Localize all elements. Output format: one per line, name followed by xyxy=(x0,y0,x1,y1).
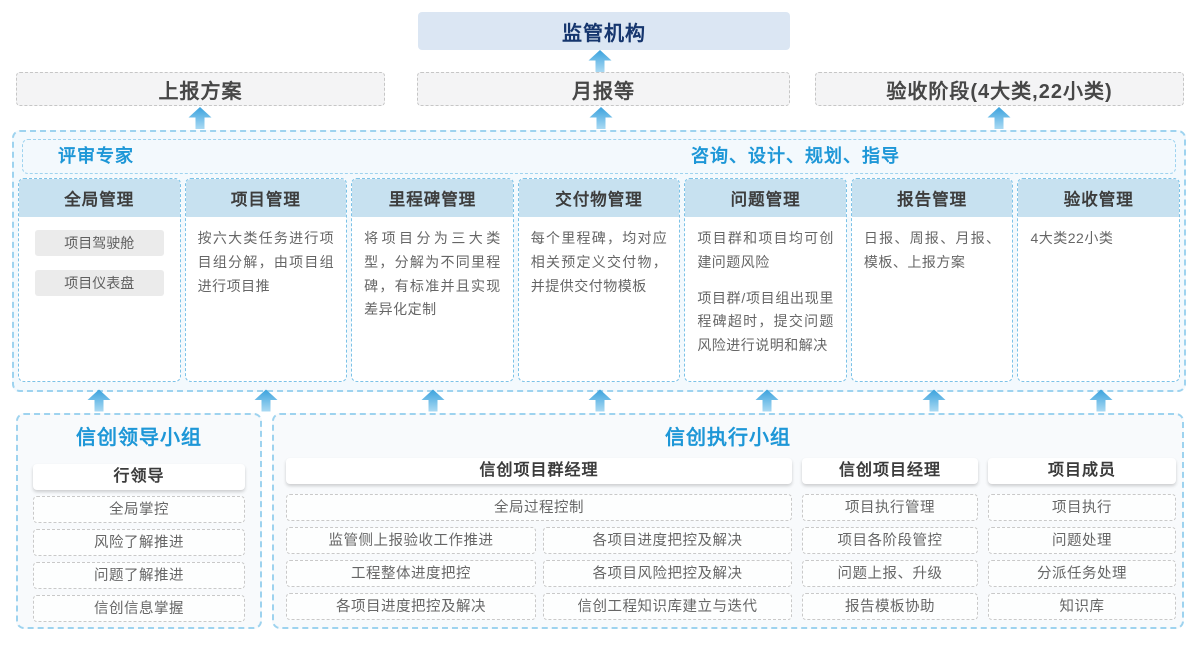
column-text: 将项目分为三大类型，分解为不同里程碑，有标准并且实现差异化定制 xyxy=(364,230,501,318)
duty-item: 全局过程控制 xyxy=(286,494,792,521)
duty-item: 项目各阶段管控 xyxy=(802,527,978,554)
column-title: 问题管理 xyxy=(685,179,846,217)
up-arrow-icon xyxy=(1017,389,1184,412)
column-body: 按六大类任务进行项目组分解，由项目组进行项目推 xyxy=(186,217,347,308)
column-acceptance-management: 验收管理 4大类22小类 xyxy=(1017,178,1181,382)
column-text: 4大类22小类 xyxy=(1030,230,1114,246)
duty-item: 问题上报、升级 xyxy=(802,560,978,587)
up-arrow-icon xyxy=(16,389,183,412)
column-body: 将项目分为三大类型，分解为不同里程碑，有标准并且实现差异化定制 xyxy=(352,217,513,332)
column-body: 项目群和项目均可创建问题风险 项目群/项目组出现里程碑超时，提交问题风险进行说明… xyxy=(685,217,846,368)
consulting-role-label: 咨询、设计、规划、指导 xyxy=(691,146,900,166)
up-arrow-icon xyxy=(588,50,612,72)
duty-item: 项目执行 xyxy=(988,494,1176,521)
group-title: 信创执行小组 xyxy=(665,427,791,449)
regulator-box: 监管机构 xyxy=(418,12,790,50)
project-member-column: 项目成员 项目执行 问题处理 分派任务处理 知识库 xyxy=(988,458,1176,626)
column-title: 交付物管理 xyxy=(518,179,680,217)
duty-item: 报告模板协助 xyxy=(802,593,978,620)
column-title: 报告管理 xyxy=(851,179,1013,217)
duty-item: 问题了解推进 xyxy=(33,562,245,589)
up-arrow-icon xyxy=(589,107,613,129)
column-report-management: 报告管理 日报、周报、月报、模板、上报方案 xyxy=(850,178,1014,382)
column-text: 项目群和项目均可创建问题风险 xyxy=(697,230,834,270)
column-arrow-row xyxy=(16,389,1184,412)
channel-monthly-report: 月报等 xyxy=(417,72,790,106)
column-milestone-management: 里程碑管理 将项目分为三大类型，分解为不同里程碑，有标准并且实现差异化定制 xyxy=(351,178,514,382)
channel-label: 验收阶段(4大类,22小类) xyxy=(886,80,1113,103)
platform-container: 评审专家 咨询、设计、规划、指导 全局管理 项目驾驶舱 项目仪表盘 项目管理 按… xyxy=(12,130,1186,392)
duty-item: 信创信息掌握 xyxy=(33,595,245,622)
column-title: 全局管理 xyxy=(19,179,180,217)
role-pill-program-manager: 信创项目群经理 xyxy=(286,458,792,484)
up-arrow-icon xyxy=(350,389,517,412)
review-expert-label: 评审专家 xyxy=(58,146,134,166)
module-columns: 全局管理 项目驾驶舱 项目仪表盘 项目管理 按六大类任务进行项目组分解，由项目组… xyxy=(18,178,1181,382)
column-text: 项目群/项目组出现里程碑超时，提交问题风险进行说明和解决 xyxy=(697,289,834,354)
up-arrow-icon xyxy=(517,389,684,412)
leadership-group: 信创领导小组 行领导 全局掌控 风险了解推进 问题了解推进 信创信息掌握 xyxy=(16,413,262,629)
program-manager-column: 信创项目群经理 全局过程控制 监管侧上报验收工作推进 各项目进度把控及解决 工程… xyxy=(286,458,792,626)
duty-item: 分派任务处理 xyxy=(988,560,1176,587)
duty-item: 全局掌控 xyxy=(33,496,245,523)
role-pill-project-member: 项目成员 xyxy=(988,458,1176,484)
channel-label: 月报等 xyxy=(572,80,635,103)
program-manager-duty-grid: 监管侧上报验收工作推进 各项目进度把控及解决 工程整体进度把控 各项目风险把控及… xyxy=(286,527,792,626)
up-arrow-icon xyxy=(188,107,212,129)
expert-role-strip: 评审专家 咨询、设计、规划、指导 xyxy=(22,139,1176,174)
column-text: 每个里程碑，均对应相关预定义交付物，并提供交付物模板 xyxy=(530,230,668,294)
up-arrow-icon xyxy=(683,389,850,412)
channel-label: 上报方案 xyxy=(158,80,243,103)
column-text: 按六大类任务进行项目组分解，由项目组进行项目推 xyxy=(197,230,335,294)
column-text: 日报、周报、月报、模板、上报方案 xyxy=(863,230,1001,270)
group-title: 信创领导小组 xyxy=(76,427,202,449)
duty-item: 各项目风险把控及解决 xyxy=(543,560,792,587)
column-project-management: 项目管理 按六大类任务进行项目组分解，由项目组进行项目推 xyxy=(184,178,348,382)
duty-item: 项目执行管理 xyxy=(802,494,978,521)
up-arrow-icon xyxy=(850,389,1017,412)
up-arrow-icon xyxy=(987,107,1011,129)
regulator-label: 监管机构 xyxy=(562,22,646,45)
duty-item: 工程整体进度把控 xyxy=(286,560,536,587)
channel-report-plan: 上报方案 xyxy=(16,72,385,106)
column-title: 验收管理 xyxy=(1018,179,1180,217)
duty-item: 问题处理 xyxy=(988,527,1176,554)
role-pill-project-manager: 信创项目经理 xyxy=(802,458,978,484)
column-body: 日报、周报、月报、模板、上报方案 xyxy=(852,217,1013,285)
project-manager-column: 信创项目经理 项目执行管理 项目各阶段管控 问题上报、升级 报告模板协助 xyxy=(802,458,978,626)
feature-pill: 项目仪表盘 xyxy=(35,270,164,296)
duty-item: 监管侧上报验收工作推进 xyxy=(286,527,536,554)
duty-item: 各项目进度把控及解决 xyxy=(543,527,792,554)
duty-item: 信创工程知识库建立与迭代 xyxy=(543,593,792,620)
column-global-management: 全局管理 项目驾驶舱 项目仪表盘 xyxy=(18,178,181,382)
column-title: 项目管理 xyxy=(185,179,347,217)
column-deliverable-management: 交付物管理 每个里程碑，均对应相关预定义交付物，并提供交付物模板 xyxy=(517,178,681,382)
column-body: 4大类22小类 xyxy=(1018,217,1179,261)
execution-group: 信创执行小组 信创项目群经理 全局过程控制 监管侧上报验收工作推进 各项目进度把… xyxy=(272,413,1184,629)
role-pill-bank-leader: 行领导 xyxy=(33,464,245,490)
column-body: 每个里程碑，均对应相关预定义交付物，并提供交付物模板 xyxy=(519,217,680,308)
duty-item: 知识库 xyxy=(988,593,1176,620)
feature-pill: 项目驾驶舱 xyxy=(35,230,164,256)
duty-item: 各项目进度把控及解决 xyxy=(286,593,536,620)
up-arrow-icon xyxy=(183,389,350,412)
duty-item: 风险了解推进 xyxy=(33,529,245,556)
column-title: 里程碑管理 xyxy=(352,179,513,217)
column-issue-management: 问题管理 项目群和项目均可创建问题风险 项目群/项目组出现里程碑超时，提交问题风… xyxy=(684,178,847,382)
leadership-body: 行领导 全局掌控 风险了解推进 问题了解推进 信创信息掌握 xyxy=(33,464,245,622)
channel-acceptance-stage: 验收阶段(4大类,22小类) xyxy=(815,72,1184,106)
column-body: 项目驾驶舱 项目仪表盘 xyxy=(19,230,180,296)
